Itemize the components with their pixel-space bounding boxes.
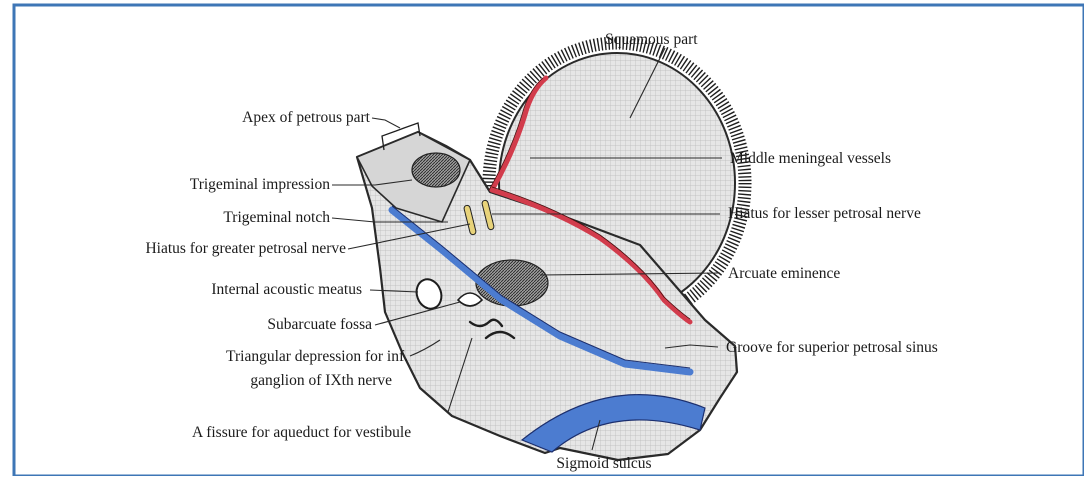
label-fissure-aqueduct: A fissure for aqueduct for vestibule	[192, 424, 411, 441]
label-hiatus-lesser: Hiatus for lesser petrosal nerve	[728, 205, 921, 222]
label-arcuate-eminence: Arcuate eminence	[728, 265, 840, 282]
trigeminal-impression-mark	[412, 153, 460, 187]
label-sigmoid-sulcus: Sigmoid sulcus	[556, 455, 651, 472]
label-hiatus-greater: Hiatus for greater petrosal nerve	[145, 240, 346, 257]
label-squamous-part: Squamous part	[605, 31, 698, 48]
label-triangular-line1: Triangular depression for inf.	[226, 348, 408, 365]
label-apex-petrous: Apex of petrous part	[242, 109, 371, 126]
label-trigeminal-impression: Trigeminal impression	[190, 176, 330, 193]
label-internal-acoustic: Internal acoustic meatus	[211, 281, 362, 298]
label-triangular-line2: ganglion of IXth nerve	[250, 372, 392, 389]
label-subarcuate-fossa: Subarcuate fossa	[267, 316, 372, 333]
label-middle-meningeal: Middle meningeal vessels	[730, 150, 891, 167]
label-groove-superior: Groove for superior petrosal sinus	[726, 339, 938, 356]
label-trigeminal-notch: Trigeminal notch	[223, 209, 330, 226]
